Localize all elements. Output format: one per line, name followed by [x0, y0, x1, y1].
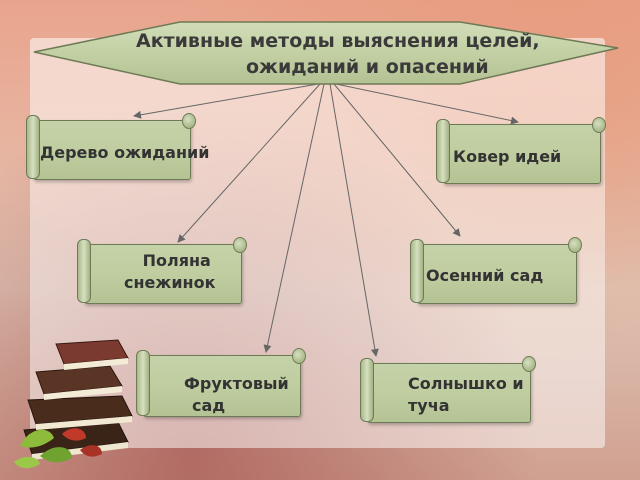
arrow-to-garden	[333, 83, 461, 237]
node-glade-label: Поляна снежинок	[124, 250, 215, 294]
node-glade-line2: снежинок	[124, 273, 216, 292]
node-sun-line2: туча	[408, 396, 450, 415]
arrow-to-sun	[329, 83, 379, 357]
title-banner	[33, 21, 619, 85]
node-fruit-line2: сад	[192, 396, 226, 415]
arrow-to-carpet	[335, 83, 519, 125]
diagram-title: Активные методы выяснения целей, ожидани…	[120, 28, 640, 80]
arrow-to-glade	[177, 83, 321, 243]
node-fruit-line1: Фруктовый	[184, 374, 289, 393]
node-carpet-of-ideas	[436, 117, 606, 184]
arrow-to-tree	[133, 83, 319, 119]
node-carpet-line1: Ковер идей	[453, 147, 562, 166]
node-tree-of-expectations	[26, 113, 196, 180]
node-fruit-garden	[136, 348, 306, 417]
node-autumn-garden	[410, 237, 582, 304]
node-sun-label: Солнышко и туча	[408, 373, 524, 417]
title-line-2: ожиданий и опасений	[246, 56, 489, 78]
node-glade-line1: Поляна	[142, 251, 211, 270]
node-carpet-label: Ковер идей	[453, 146, 561, 168]
books-illustration	[14, 339, 133, 469]
title-line-1: Активные методы выяснения целей,	[136, 30, 540, 52]
arrow-to-fruit	[263, 83, 325, 353]
node-snowflake-glade	[77, 237, 247, 304]
node-tree-label: Дерево ожиданий	[40, 142, 209, 164]
node-garden-label: Осенний сад	[426, 265, 543, 287]
node-sun-line1: Солнышко и	[408, 374, 524, 393]
node-tree-line1: Дерево ожиданий	[40, 143, 210, 162]
node-garden-line1: Осенний сад	[426, 266, 544, 285]
node-sun-and-cloud	[360, 356, 536, 423]
node-fruit-label: Фруктовый сад	[184, 373, 289, 417]
